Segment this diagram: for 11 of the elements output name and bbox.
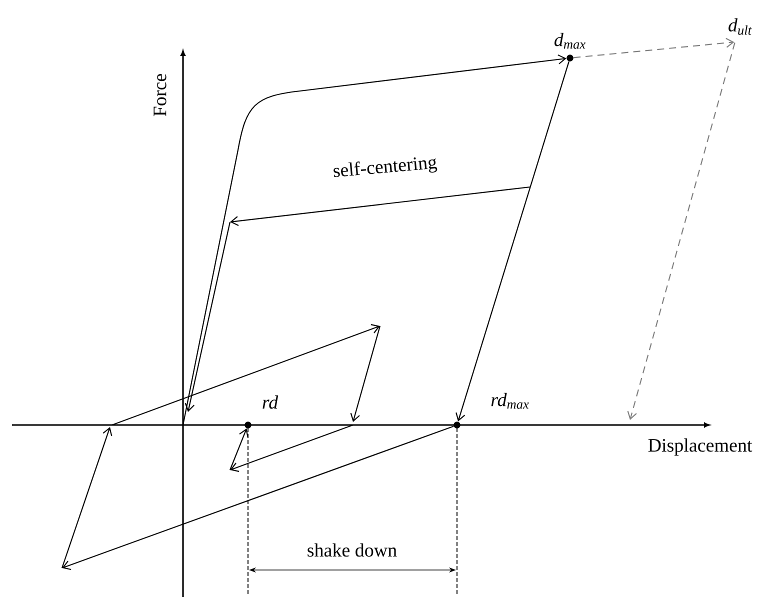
dashed-arrow — [627, 42, 736, 420]
point-label: d$_{ult}$ — [728, 18, 752, 35]
arrow — [456, 61, 570, 422]
axis-label: Displacement — [648, 438, 752, 456]
annotation-label: shake down — [308, 543, 397, 557]
curve-arrow — [182, 54, 566, 426]
arrow — [230, 428, 248, 470]
arrow — [62, 426, 454, 570]
axis-label: Force — [154, 74, 166, 116]
dashed-arrow — [574, 38, 734, 58]
annotation-label: self-centering — [334, 157, 438, 178]
